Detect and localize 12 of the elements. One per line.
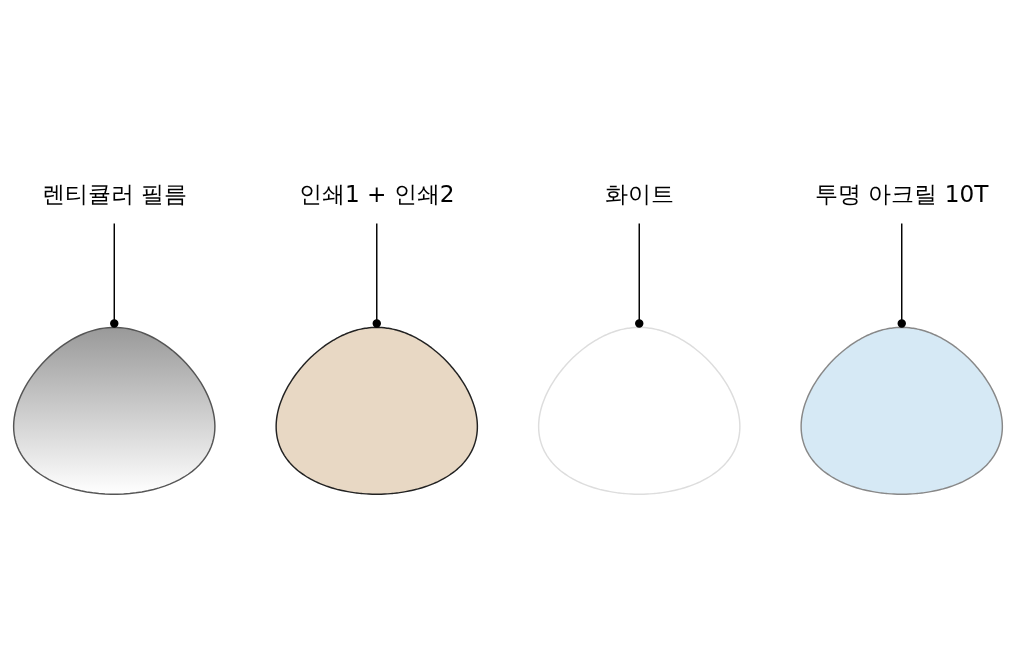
node-text: 렌티큘러 필름 — [41, 179, 187, 207]
connector — [635, 222, 644, 328]
node-text: 인쇄1 + 인쇄2 — [298, 179, 455, 207]
node-cloud — [275, 326, 479, 495]
node-cloud — [800, 326, 1004, 495]
node-cloud — [12, 326, 216, 495]
node-text: 화이트 — [604, 179, 674, 207]
connector — [110, 222, 119, 328]
connector — [897, 222, 906, 328]
connector — [372, 222, 381, 328]
node-text: 투명 아크릴 10T — [815, 179, 989, 207]
node-cloud — [537, 326, 741, 495]
